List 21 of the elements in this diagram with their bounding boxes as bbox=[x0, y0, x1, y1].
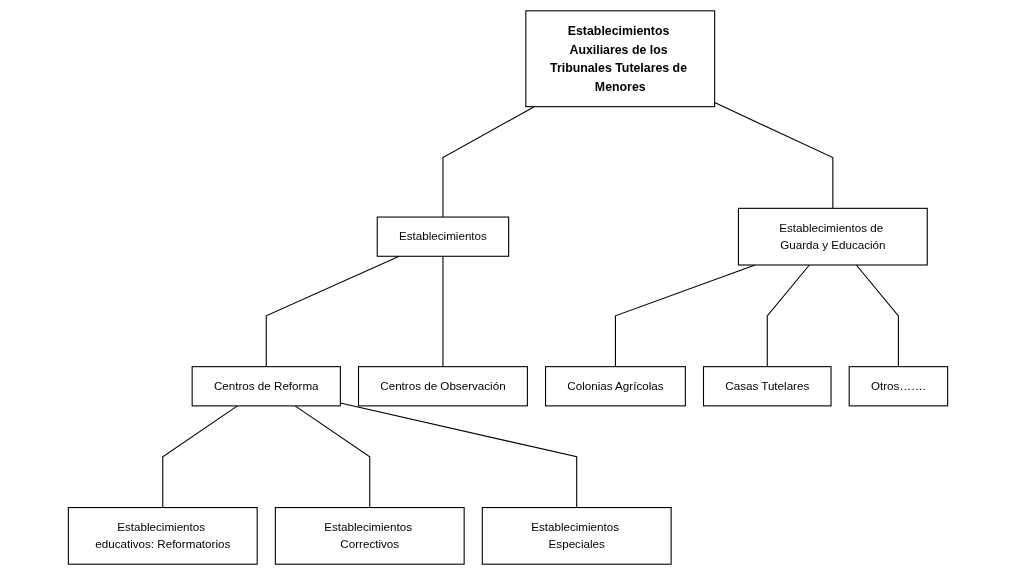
connector bbox=[162, 405, 238, 509]
connector bbox=[339, 402, 578, 509]
node-box: Otros……. bbox=[848, 366, 949, 407]
node-box: Centros de Observación bbox=[357, 366, 528, 407]
node-box: Casas Tutelares bbox=[702, 366, 832, 407]
connector bbox=[855, 264, 899, 368]
node-box: Establecimientos educativos: Reformatorios bbox=[67, 507, 258, 565]
node-box: Centros de Reforma bbox=[191, 366, 341, 407]
connector bbox=[265, 255, 400, 368]
connector bbox=[614, 264, 756, 368]
connector bbox=[442, 255, 444, 368]
node-box: Establecimientos de Guarda y Educación bbox=[737, 207, 928, 266]
node-box: Establecimientos Auxiliares de los Tribunales Tutelares de Menores bbox=[525, 10, 716, 108]
node-box: Establecimientos bbox=[376, 216, 510, 257]
connector bbox=[294, 405, 371, 509]
connector bbox=[442, 106, 535, 218]
connector bbox=[714, 102, 834, 209]
node-box: Establecimientos Correctivos bbox=[274, 507, 465, 565]
node-box: Establecimientos Especiales bbox=[481, 507, 672, 565]
connector bbox=[766, 264, 810, 368]
node-box: Colonias Agrícolas bbox=[545, 366, 686, 407]
